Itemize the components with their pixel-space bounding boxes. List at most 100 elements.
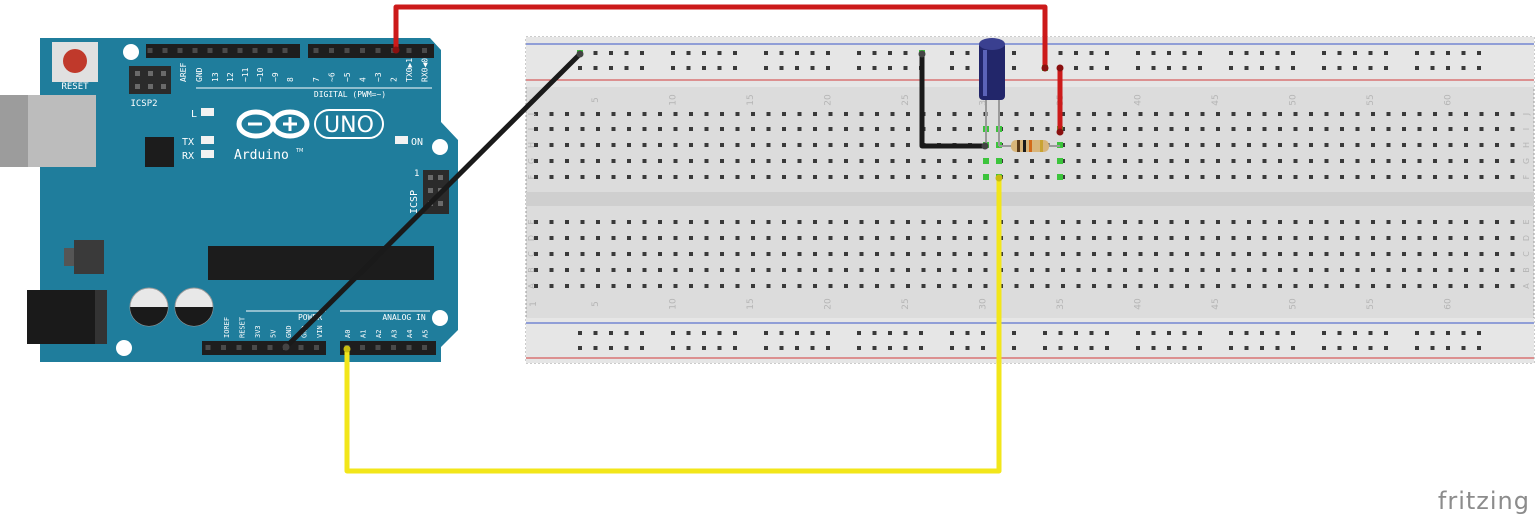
rail-hole (733, 66, 737, 70)
breadboard-hole (627, 143, 631, 147)
breadboard-hole (611, 252, 616, 256)
rail-hole (1012, 51, 1016, 55)
rail-hole (888, 51, 892, 55)
header-pin (192, 48, 198, 53)
red-wire-5v-to-rail[interactable] (393, 4, 1048, 68)
rail-hole (1136, 66, 1140, 70)
breadboard-hole (1402, 252, 1406, 256)
breadboard-hole (565, 220, 569, 224)
breadboard-hole (720, 284, 724, 288)
breadboard-hole (565, 268, 569, 272)
breadboard-hole (689, 127, 693, 131)
breadboard-hole (1355, 112, 1360, 116)
pin-label: RESET (239, 316, 247, 338)
breadboard-hole (1448, 220, 1453, 224)
rail-hole (1275, 331, 1280, 335)
row-letter: E (527, 219, 536, 224)
breadboard-hole (1185, 284, 1189, 288)
breadboard-hole (1247, 175, 1251, 179)
breadboard-hole (890, 175, 895, 179)
breadboard-hole (828, 268, 833, 272)
breadboard-hole (689, 236, 693, 240)
breadboard-hole (782, 112, 786, 116)
breadboard-hole (596, 268, 600, 272)
breadboard-hole (1200, 112, 1205, 116)
rail-hole (1461, 66, 1466, 70)
resistor-band (1023, 140, 1026, 152)
breadboard-hole (766, 252, 771, 256)
rail-hole (1182, 331, 1187, 335)
rail-hole (1337, 331, 1342, 335)
connected-hole (983, 174, 989, 180)
rail-hole (578, 346, 582, 350)
breadboard-hole (859, 159, 864, 163)
breadboard-hole (844, 284, 848, 288)
breadboard-hole (1076, 127, 1081, 131)
breadboard-hole (565, 143, 569, 147)
rail-hole (1275, 346, 1280, 350)
digital-header-right (308, 44, 434, 58)
black-wire-gnd-to-rail[interactable] (284, 52, 582, 349)
breadboard-hole (720, 175, 724, 179)
breadboard-hole (627, 236, 631, 240)
breadboard-hole (673, 252, 678, 256)
breadboard-hole (921, 236, 926, 240)
breadboard-hole (1092, 127, 1096, 131)
breadboard-hole (1402, 220, 1406, 224)
rail-hole (1182, 66, 1187, 70)
rail-hole (1089, 51, 1094, 55)
breadboard-hole (580, 112, 585, 116)
breadboard-hole (627, 112, 631, 116)
rail-hole (1244, 346, 1249, 350)
breadboard-hole (952, 159, 957, 163)
breadboard-hole (890, 268, 895, 272)
breadboard-hole (689, 159, 693, 163)
column-number: 10 (669, 298, 679, 310)
breadboard-hole (921, 175, 926, 179)
breadboard-hole (1402, 143, 1406, 147)
rail-hole (965, 66, 970, 70)
breadboard-hole (565, 159, 569, 163)
breadboard-hole (1309, 159, 1313, 163)
breadboard-hole (1231, 143, 1236, 147)
breadboard-hole (642, 175, 647, 179)
breadboard-hole (1355, 220, 1360, 224)
board-capacitor-mark (130, 307, 168, 326)
breadboard-hole (828, 252, 833, 256)
breadboard-hole (1355, 175, 1360, 179)
breadboard-hole (751, 236, 755, 240)
breadboard-hole (828, 220, 833, 224)
breadboard-hole (642, 268, 647, 272)
breadboard-hole (1076, 112, 1081, 116)
header-pin (438, 201, 443, 206)
pin-label: 8 (286, 77, 295, 82)
pin-label: A4 (406, 330, 414, 338)
black-wire-rail-to-capacitor[interactable] (919, 54, 985, 149)
pin-label: TX0▶1 (405, 58, 414, 82)
rail-hole (702, 346, 706, 350)
breadboard-hole (1464, 112, 1468, 116)
breadboard-hole (813, 159, 817, 163)
breadboard-hole (642, 236, 647, 240)
breadboard-hole (828, 127, 833, 131)
yellow-wire-a0-to-node[interactable] (344, 178, 1002, 474)
rail-hole (624, 66, 629, 70)
breadboard-hole (751, 127, 755, 131)
breadboard-hole (844, 159, 848, 163)
header-pin (406, 345, 412, 350)
breadboard-hole (1386, 143, 1391, 147)
breadboard-hole (1355, 127, 1360, 131)
rail-hole (1012, 331, 1016, 335)
breadboard-hole (1278, 143, 1282, 147)
breadboard-hole (859, 268, 864, 272)
breadboard-hole (813, 112, 817, 116)
rail-hole (1136, 51, 1140, 55)
breadboard-hole (720, 127, 724, 131)
breadboard-hole (689, 220, 693, 224)
rail-hole (1368, 346, 1373, 350)
row-letter: H (1522, 142, 1531, 148)
rail-hole (1430, 331, 1435, 335)
pin-label: A0 (344, 330, 352, 338)
header-pin (237, 48, 243, 53)
breadboard-hole (1138, 127, 1143, 131)
